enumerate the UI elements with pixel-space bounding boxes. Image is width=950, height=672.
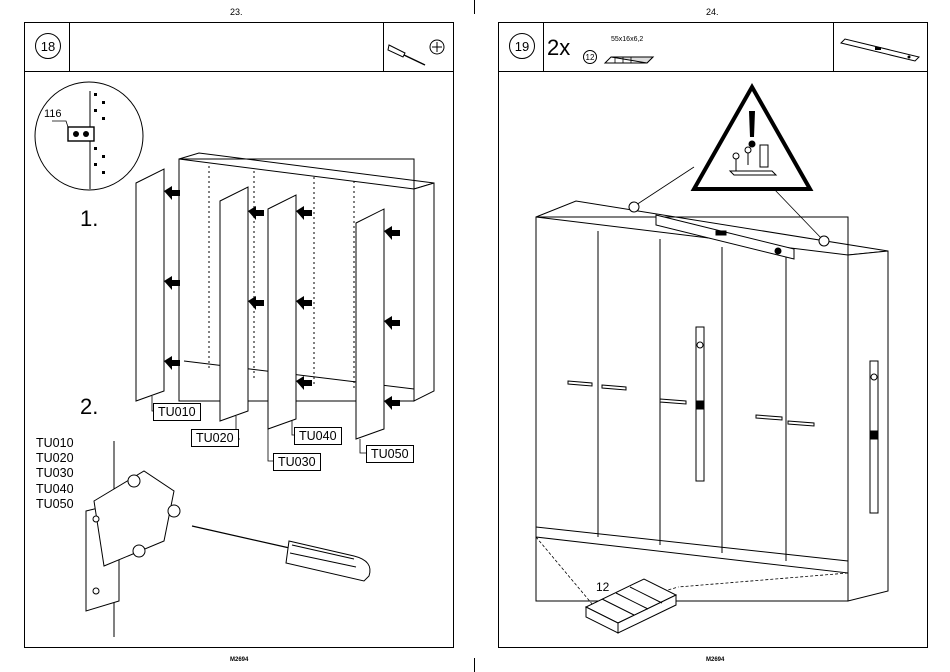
door-label-tu010: TU010 <box>153 403 201 421</box>
crop-mark-bottom <box>474 658 475 672</box>
panel-code: TU040 <box>36 482 74 497</box>
tool-panel <box>385 23 453 71</box>
tool-panel <box>835 23 927 71</box>
step-one-label: 1. <box>80 206 98 232</box>
step-number-badge: 19 <box>509 33 535 59</box>
door-tu020 <box>220 187 248 421</box>
wedge-shim-icon <box>603 45 655 67</box>
step-number-badge: 18 <box>35 33 61 59</box>
right-page-number: 24. <box>706 7 719 17</box>
part-number-badge: 12 <box>583 50 597 64</box>
part-dimensions: 55x16x6,2 <box>611 36 643 43</box>
hinge-part-label: 116 <box>44 108 62 120</box>
floor-detail <box>536 537 848 611</box>
assembled-wardrobe <box>536 201 888 601</box>
step-two-label: 2. <box>80 394 98 420</box>
floor-part-label: 12 <box>596 580 609 594</box>
left-assembly-illustration <box>24 71 454 647</box>
panel-code: TU050 <box>36 497 74 512</box>
panel-code-list: TU010 TU020 TU030 TU040 TU050 <box>36 436 74 512</box>
left-footer-code: M2694 <box>230 657 248 663</box>
tool-divider <box>383 23 384 71</box>
right-header-bar: 19 2x 12 55x16x6,2 <box>499 23 927 72</box>
warning-triangle-icon <box>694 87 810 189</box>
tool-divider <box>833 23 834 71</box>
left-header-bar: 18 <box>25 23 453 72</box>
screwdriver-icon <box>385 23 453 71</box>
door-label-tu040: TU040 <box>294 427 342 445</box>
crop-mark-top <box>474 0 475 14</box>
wardrobe-carcass <box>179 153 434 401</box>
door-tu010 <box>136 169 164 401</box>
spirit-level-icon <box>835 23 927 71</box>
hinge-screw-illustration <box>86 441 370 637</box>
right-assembly-illustration <box>498 71 928 647</box>
panel-code: TU020 <box>36 451 74 466</box>
panel-code: TU030 <box>36 466 74 481</box>
door-tu030 <box>268 195 296 429</box>
door-label-tu030: TU030 <box>273 453 321 471</box>
door-label-tu050: TU050 <box>366 445 414 463</box>
right-footer-code: M2694 <box>706 657 724 663</box>
hinge-detail-callout <box>35 82 143 190</box>
header-divider <box>69 23 70 71</box>
header-divider <box>543 23 544 71</box>
door-tu040 <box>356 209 384 439</box>
door-handles <box>568 381 814 426</box>
quantity-label: 2x <box>547 35 570 61</box>
panel-code: TU010 <box>36 436 74 451</box>
left-page-number: 23. <box>230 7 243 17</box>
door-label-tu020: TU020 <box>191 429 239 447</box>
